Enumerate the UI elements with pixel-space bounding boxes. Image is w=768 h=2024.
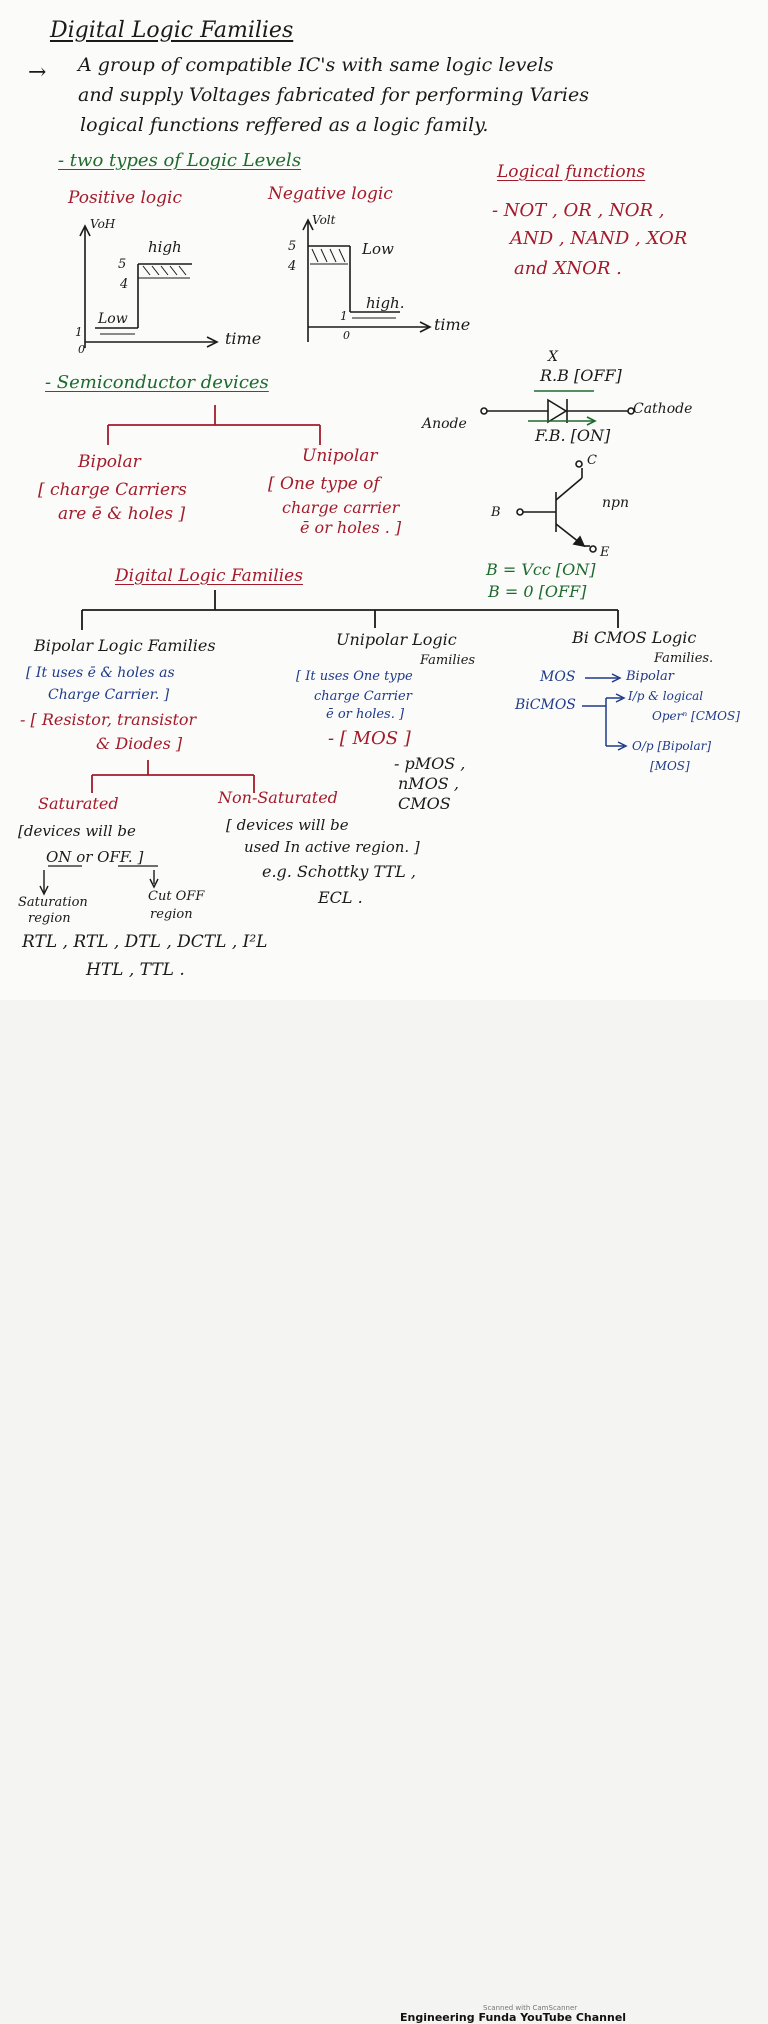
non-saturated-title: Non-Saturated bbox=[218, 788, 338, 807]
saturated-desc-2: ON or OFF. ] bbox=[46, 848, 144, 866]
definition-line-1: A group of compatible IC's with same log… bbox=[78, 54, 554, 76]
neg-x-axis-label: time bbox=[434, 315, 471, 334]
collector-label: C bbox=[587, 453, 597, 468]
anode-label: Anode bbox=[422, 416, 467, 432]
pos-tick-4: 4 bbox=[120, 277, 129, 292]
families-heading: Digital Logic Families bbox=[115, 566, 303, 586]
page-footer: Scanned with CamScanner Engineering Fund… bbox=[0, 1000, 768, 2024]
unipolar-families-title: Unipolar Logic bbox=[336, 630, 457, 649]
notes-page: Digital Logic Families → A group of comp… bbox=[0, 0, 768, 1000]
negative-logic-graph bbox=[302, 218, 432, 342]
bipolar-desc-2: are ē & holes ] bbox=[58, 504, 186, 524]
saturation-region-1: Saturation bbox=[18, 895, 88, 910]
cathode-label: Cathode bbox=[633, 401, 693, 417]
neg-high-label: high. bbox=[366, 294, 405, 312]
bicmos-label: BiCMOS bbox=[515, 697, 576, 713]
base-label: B bbox=[491, 505, 501, 520]
pos-x-axis-label: time bbox=[225, 329, 262, 348]
cutoff-region-1: Cut OFF bbox=[148, 889, 205, 904]
saturation-region-2: region bbox=[28, 911, 71, 926]
bipolar-families-desc-2: Charge Carrier. ] bbox=[48, 687, 170, 703]
definition-line-3: logical functions reffered as a logic fa… bbox=[80, 114, 489, 136]
channel-credit: Engineering Funda YouTube Channel bbox=[400, 2011, 627, 2024]
non-saturated-examples-2: ECL . bbox=[318, 888, 363, 907]
bipolar-components-2: & Diodes ] bbox=[96, 734, 183, 753]
neg-tick-0: 0 bbox=[343, 329, 350, 342]
unipolar-desc-1: [ One type of bbox=[268, 474, 380, 494]
unipolar-families-title-2: Families bbox=[420, 653, 476, 668]
pos-tick-0: 0 bbox=[78, 343, 85, 356]
pos-tick-5: 5 bbox=[118, 257, 127, 272]
logical-functions-line-1: - NOT , OR , NOR , bbox=[492, 200, 665, 221]
diode-reverse-bias: R.B [OFF] bbox=[540, 366, 622, 385]
bipolar-components-1: - [ Resistor, transistor bbox=[20, 710, 197, 729]
pos-y-axis-label: VoH bbox=[90, 217, 116, 231]
pos-high-label: high bbox=[148, 238, 182, 256]
diode-symbol bbox=[480, 390, 635, 426]
logical-functions-line-3: and XNOR . bbox=[514, 258, 622, 279]
saturated-desc-1: [devices will be bbox=[18, 822, 136, 840]
bipolar-families-desc-1: [ It uses ē & holes as bbox=[26, 665, 175, 681]
unipolar-families-desc-1: [ It uses One type bbox=[296, 669, 413, 684]
bicmos-bipolar-label: Bipolar bbox=[626, 669, 674, 684]
unipolar-title: Unipolar bbox=[302, 446, 378, 466]
non-saturated-examples-1: e.g. Schottky TTL , bbox=[262, 862, 416, 881]
bicmos-families-title-2: Families. bbox=[654, 651, 714, 666]
unipolar-families-desc-3: ē or holes. ] bbox=[326, 707, 405, 722]
unipolar-desc-2: charge carrier bbox=[282, 498, 400, 517]
unipolar-mos: - [ MOS ] bbox=[328, 728, 411, 749]
saturated-examples-1: RTL , RTL , DTL , DCTL , I²L bbox=[22, 932, 268, 952]
pos-low-label: Low bbox=[98, 311, 128, 327]
bicmos-arrows bbox=[582, 673, 628, 751]
bicmos-families-title: Bi CMOS Logic bbox=[572, 628, 697, 647]
positive-logic-title: Positive logic bbox=[68, 188, 182, 208]
bicmos-output-2: [MOS] bbox=[650, 759, 690, 773]
npn-label: npn bbox=[602, 495, 629, 511]
definition-line-2: and supply Voltages fabricated for perfo… bbox=[78, 84, 589, 106]
neg-low-label: Low bbox=[362, 240, 394, 258]
neg-y-axis-label: Volt bbox=[312, 213, 336, 227]
emitter-label: E bbox=[600, 545, 610, 560]
non-saturated-desc-1: [ devices will be bbox=[226, 816, 349, 834]
logic-levels-heading: - two types of Logic Levels bbox=[58, 150, 302, 171]
transistor-off-condition: B = 0 [OFF] bbox=[488, 582, 587, 601]
bicmos-input-2: Operⁿ [CMOS] bbox=[652, 709, 740, 723]
pos-tick-1: 1 bbox=[75, 325, 83, 339]
saturated-examples-2: HTL , TTL . bbox=[86, 960, 185, 980]
negative-logic-title: Negative logic bbox=[268, 184, 393, 204]
npn-transistor-symbol bbox=[516, 460, 597, 553]
bicmos-output-1: O/p [Bipolar] bbox=[632, 739, 712, 753]
unipolar-type-cmos: CMOS bbox=[398, 794, 451, 813]
bipolar-desc-1: [ charge Carriers bbox=[38, 480, 187, 500]
bipolar-families-title: Bipolar Logic Families bbox=[34, 636, 216, 655]
neg-tick-5: 5 bbox=[288, 239, 297, 254]
non-saturated-desc-2: used In active region. ] bbox=[244, 838, 420, 856]
diode-forward-bias: F.B. [ON] bbox=[535, 426, 611, 445]
logical-functions-line-2: AND , NAND , XOR bbox=[510, 228, 688, 249]
diode-x-mark: X bbox=[548, 349, 558, 365]
logical-functions-heading: Logical functions bbox=[497, 162, 646, 182]
neg-tick-4: 4 bbox=[288, 259, 297, 274]
bicmos-mos-label: MOS bbox=[540, 669, 576, 685]
positive-logic-graph bbox=[79, 224, 219, 348]
cutoff-region-2: region bbox=[150, 907, 193, 922]
transistor-on-condition: B = Vcc [ON] bbox=[486, 560, 596, 579]
unipolar-type-pmos: - pMOS , bbox=[394, 754, 466, 773]
bipolar-subtree bbox=[91, 760, 255, 793]
hand-drawn-diagrams bbox=[39, 218, 635, 896]
families-tree bbox=[81, 590, 619, 630]
unipolar-desc-3: ē or holes . ] bbox=[300, 518, 402, 537]
region-arrows bbox=[39, 865, 159, 896]
arrow-icon: → bbox=[28, 60, 47, 85]
page-title: Digital Logic Families bbox=[50, 18, 294, 43]
unipolar-families-desc-2: charge Carrier bbox=[314, 689, 412, 704]
semiconductor-heading: - Semiconductor devices bbox=[45, 372, 269, 393]
unipolar-type-nmos: nMOS , bbox=[398, 774, 459, 793]
saturated-title: Saturated bbox=[38, 794, 119, 813]
bipolar-title: Bipolar bbox=[78, 452, 141, 472]
neg-tick-1: 1 bbox=[340, 309, 348, 323]
bicmos-input-1: I/p & logical bbox=[628, 689, 704, 703]
semiconductor-tree bbox=[107, 405, 321, 445]
